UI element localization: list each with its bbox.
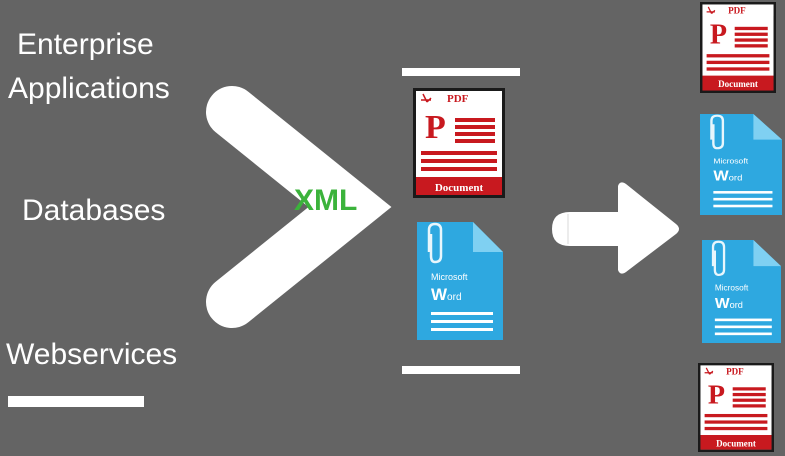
pdf-footer-text: Document bbox=[435, 182, 484, 194]
pdf-footer-text: Document bbox=[716, 438, 756, 448]
pdf-letter: P bbox=[710, 19, 727, 50]
label-databases: Databases bbox=[22, 194, 166, 227]
word-word-text: Word bbox=[715, 295, 743, 312]
pdf-header-text: PDF bbox=[447, 93, 469, 105]
center-top-bar bbox=[402, 68, 520, 76]
word-microsoft-text: Microsoft bbox=[713, 157, 749, 166]
word-microsoft-text: Microsoft bbox=[715, 284, 749, 293]
word-word-text: Word bbox=[431, 285, 462, 304]
pdf-letter: P bbox=[708, 380, 725, 411]
underline-bar bbox=[8, 396, 144, 407]
xml-label: XML bbox=[294, 184, 358, 217]
center-bottom-bar bbox=[402, 366, 520, 374]
pdf-footer-text: Document bbox=[718, 79, 758, 89]
pdf-letter: P bbox=[425, 109, 446, 146]
word-microsoft-text: Microsoft bbox=[431, 272, 468, 282]
label-enterprise: Enterprise bbox=[17, 28, 154, 61]
pdf-header-text: PDF bbox=[728, 6, 746, 16]
word-word-text: Word bbox=[713, 168, 742, 184]
pdf-header-text: PDF bbox=[726, 366, 744, 376]
label-webservices: Webservices bbox=[6, 338, 178, 371]
label-applications: Applications bbox=[8, 72, 170, 105]
